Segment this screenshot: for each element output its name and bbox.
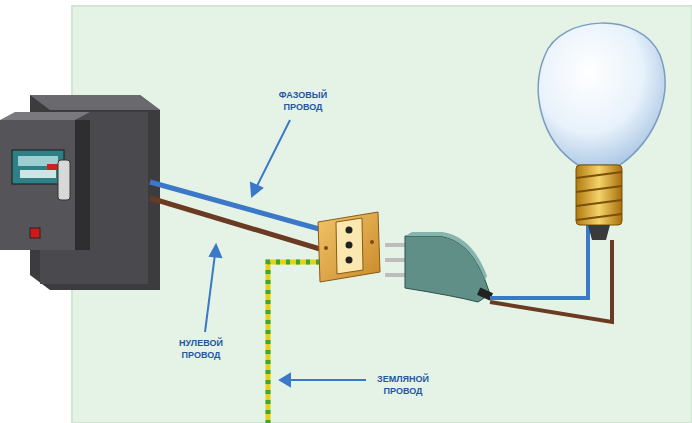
neutral-wire [150, 198, 330, 252]
wire-label: ЗЕМЛЯНОЙ ПРОВОД [368, 372, 438, 398]
wire-label: НУЛЕВОЙ ПРОВОД [166, 336, 236, 362]
green-panel [72, 6, 692, 423]
distribution-box [0, 95, 160, 290]
panel-border [72, 6, 692, 423]
lamp-phase-wire [490, 218, 588, 298]
light-bulb [538, 23, 665, 240]
plug [385, 232, 493, 302]
lamp-neutral-wire [490, 240, 612, 322]
socket [318, 212, 380, 282]
ground-wire [268, 262, 330, 423]
wire-label: ФАЗОВЫЙ ПРОВОД [268, 88, 338, 114]
